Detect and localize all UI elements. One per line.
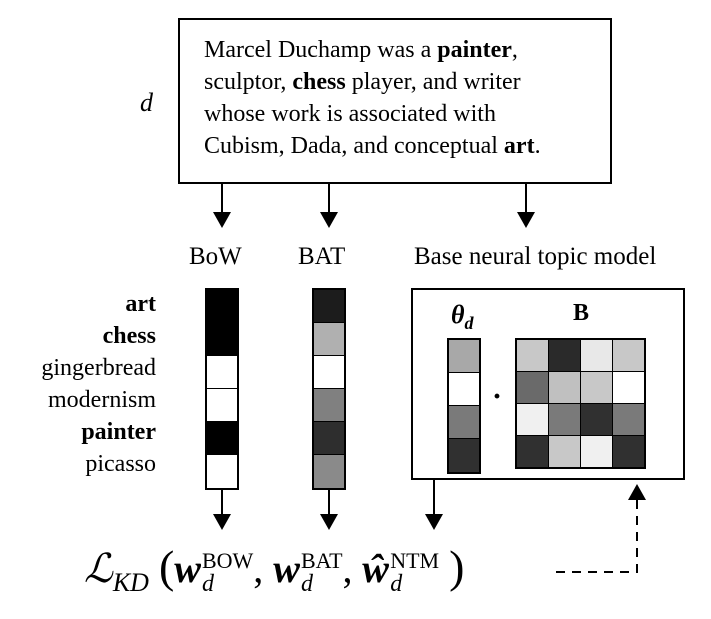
bat-cell — [314, 389, 344, 422]
loss-subscript: KD — [112, 568, 149, 597]
bat-weight-symbol: w — [273, 546, 300, 591]
arrowhead-ntm-to-loss — [425, 514, 443, 530]
bow-cell — [207, 356, 237, 389]
beta-cell — [581, 340, 612, 371]
bat-cell — [314, 422, 344, 455]
doc-bold-word: chess — [292, 69, 346, 95]
arrowhead-bat-to-loss — [320, 514, 338, 530]
theta-label: θd — [451, 300, 474, 334]
document-box — [178, 18, 612, 184]
bow-cell — [207, 389, 237, 422]
ntm-subscript: d — [390, 570, 403, 597]
theta-cell — [449, 439, 479, 472]
beta-cell — [549, 436, 580, 467]
arrowhead-doc-to-bow — [213, 212, 231, 228]
vocab-word: picasso — [85, 451, 156, 477]
doc-text-span: Cubism, Dada, and conceptual — [204, 133, 504, 159]
beta-cell — [517, 372, 548, 403]
beta-cell — [581, 436, 612, 467]
arrowhead-doc-to-bat — [320, 212, 338, 228]
beta-cell — [613, 340, 644, 371]
beta-cell — [517, 404, 548, 435]
formula-close-paren: ) — [449, 541, 465, 592]
formula-comma: , — [342, 546, 353, 591]
formula-comma: , — [253, 546, 264, 591]
document-line-3: whose work is associated with — [204, 98, 541, 130]
beta-cell — [581, 372, 612, 403]
bow-cell — [207, 455, 237, 488]
formula-open-paren: ( — [158, 541, 175, 592]
bow-header: BoW — [189, 243, 242, 270]
bow-vector — [205, 288, 239, 490]
theta-subscript: d — [464, 313, 474, 334]
beta-cell — [549, 340, 580, 371]
bat-cell — [314, 290, 344, 323]
ntm-header: Base neural topic model — [414, 243, 657, 270]
bow-subscript: d — [201, 570, 214, 597]
doc-text-span: player, and writer — [345, 69, 521, 95]
document-text: Marcel Duchamp was a painter, sculptor, … — [204, 34, 541, 162]
bow-weight-symbol: w — [174, 546, 201, 591]
beta-cell — [581, 404, 612, 435]
arrowhead-doc-to-ntm — [517, 212, 535, 228]
ntm-superscript: NTM — [390, 547, 440, 573]
beta-cell — [613, 436, 644, 467]
dashed-feedback-line — [556, 500, 638, 573]
vocab-word: painter — [81, 419, 156, 445]
doc-text-span: sculptor, — [204, 69, 293, 95]
bat-subscript: d — [300, 570, 313, 597]
bat-vector — [312, 288, 346, 490]
bat-cell — [314, 323, 344, 356]
doc-bold-word: painter — [437, 37, 512, 63]
beta-matrix — [515, 338, 646, 469]
document-line-2: sculptor, chess player, and writer — [204, 66, 541, 98]
doc-text-span: Marcel Duchamp was a — [204, 37, 438, 63]
theta-cell — [449, 340, 479, 373]
vocab-word: art — [125, 291, 156, 317]
theta-cell — [449, 406, 479, 439]
bat-cell — [314, 455, 344, 488]
theta-vector — [447, 338, 481, 474]
beta-cell — [549, 372, 580, 403]
beta-label: B — [573, 300, 590, 326]
beta-cell — [613, 404, 644, 435]
bat-cell — [314, 356, 344, 389]
beta-cell — [549, 404, 580, 435]
vocab-word: chess — [102, 323, 156, 349]
theta-cell — [449, 373, 479, 406]
vocab-word: gingerbread — [41, 355, 156, 381]
dashed-feedback-arrowhead — [628, 484, 646, 500]
vocab-word: modernism — [48, 387, 156, 413]
beta-cell — [613, 372, 644, 403]
doc-text-span: whose work is associated with — [204, 101, 496, 127]
doc-bold-word: art — [503, 133, 535, 159]
document-label: d — [140, 88, 153, 117]
beta-cell — [517, 436, 548, 467]
doc-text-span: . — [534, 133, 541, 159]
ntm-box — [411, 288, 685, 480]
bat-superscript: BAT — [300, 547, 343, 573]
bow-cell — [207, 323, 237, 356]
dot-product-symbol: · — [492, 380, 503, 413]
bow-superscript: BOW — [201, 547, 254, 573]
ntm-weight-symbol: ŵ — [362, 546, 390, 591]
arrowhead-bow-to-loss — [213, 514, 231, 530]
theta-symbol: θ — [451, 300, 465, 329]
bow-cell — [207, 422, 237, 455]
beta-cell — [517, 340, 548, 371]
document-line-4: Cubism, Dada, and conceptual art. — [204, 130, 541, 162]
bow-cell — [207, 290, 237, 323]
loss-symbol: ℒ — [84, 546, 113, 592]
document-line-1: Marcel Duchamp was a painter, — [204, 34, 541, 66]
bat-header: BAT — [298, 243, 346, 270]
doc-text-span: , — [511, 37, 518, 63]
